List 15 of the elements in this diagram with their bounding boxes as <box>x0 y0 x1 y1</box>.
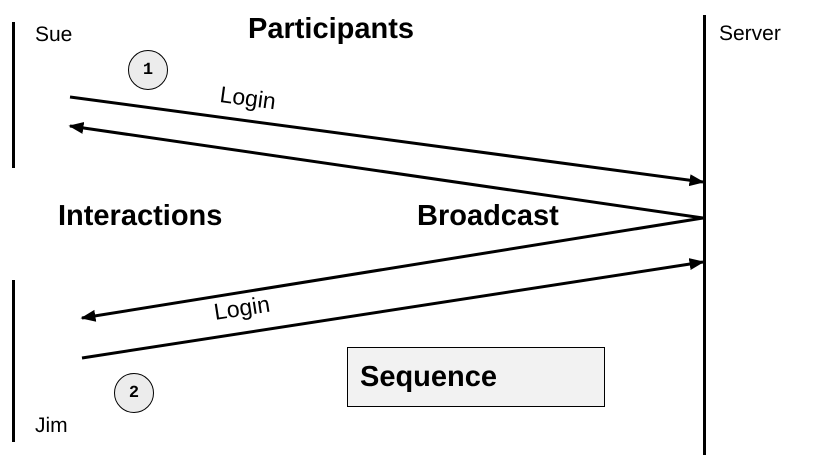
step-number: 1 <box>128 50 168 90</box>
participant-name: Jim <box>35 414 68 438</box>
lifeline <box>12 22 70 168</box>
note-box: Sequence <box>347 347 605 407</box>
edge-label: Login <box>212 292 272 324</box>
message-arrow <box>70 96 704 186</box>
participant-name: Sue <box>35 23 72 47</box>
annotation-heading: Interactions <box>58 200 222 232</box>
message-arrow <box>80 216 704 322</box>
message-arrow <box>82 258 704 360</box>
message-arrow <box>68 122 704 220</box>
participant-name: Server <box>719 22 781 46</box>
step-number: 2 <box>114 373 154 413</box>
annotation-heading: Participants <box>248 13 414 45</box>
edge-label: Login <box>218 82 278 114</box>
